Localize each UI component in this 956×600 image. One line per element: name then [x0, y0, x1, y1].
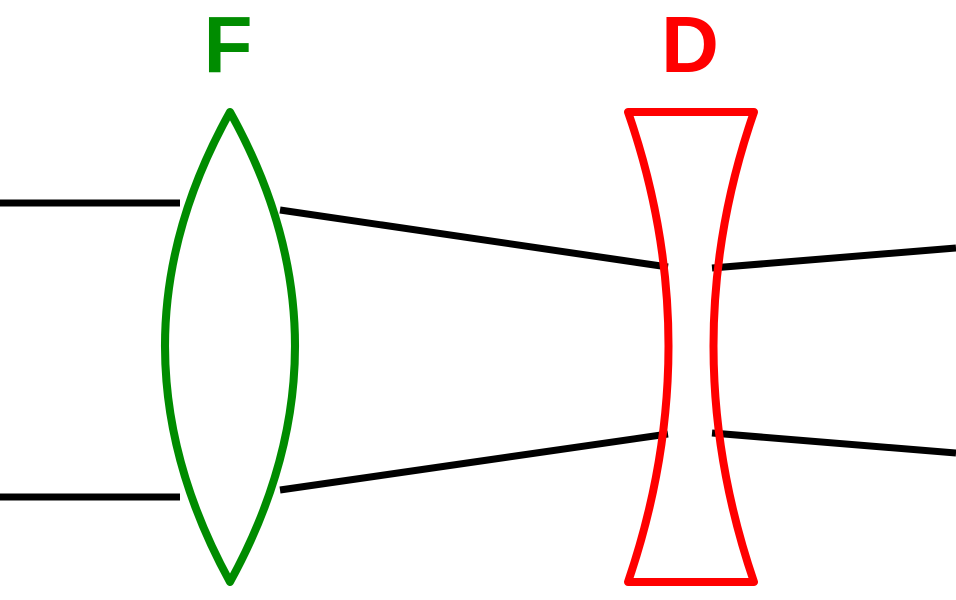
converging-ray-top	[279, 206, 669, 271]
diverging-lens	[624, 108, 758, 586]
converging-ray-bottom	[279, 430, 669, 494]
outgoing-ray-top	[711, 244, 956, 272]
diverging-lens-label: D	[661, 0, 719, 89]
converging-lens-label: F	[204, 0, 253, 89]
outgoing-ray-bottom	[711, 429, 956, 457]
converging-lens	[161, 108, 299, 586]
